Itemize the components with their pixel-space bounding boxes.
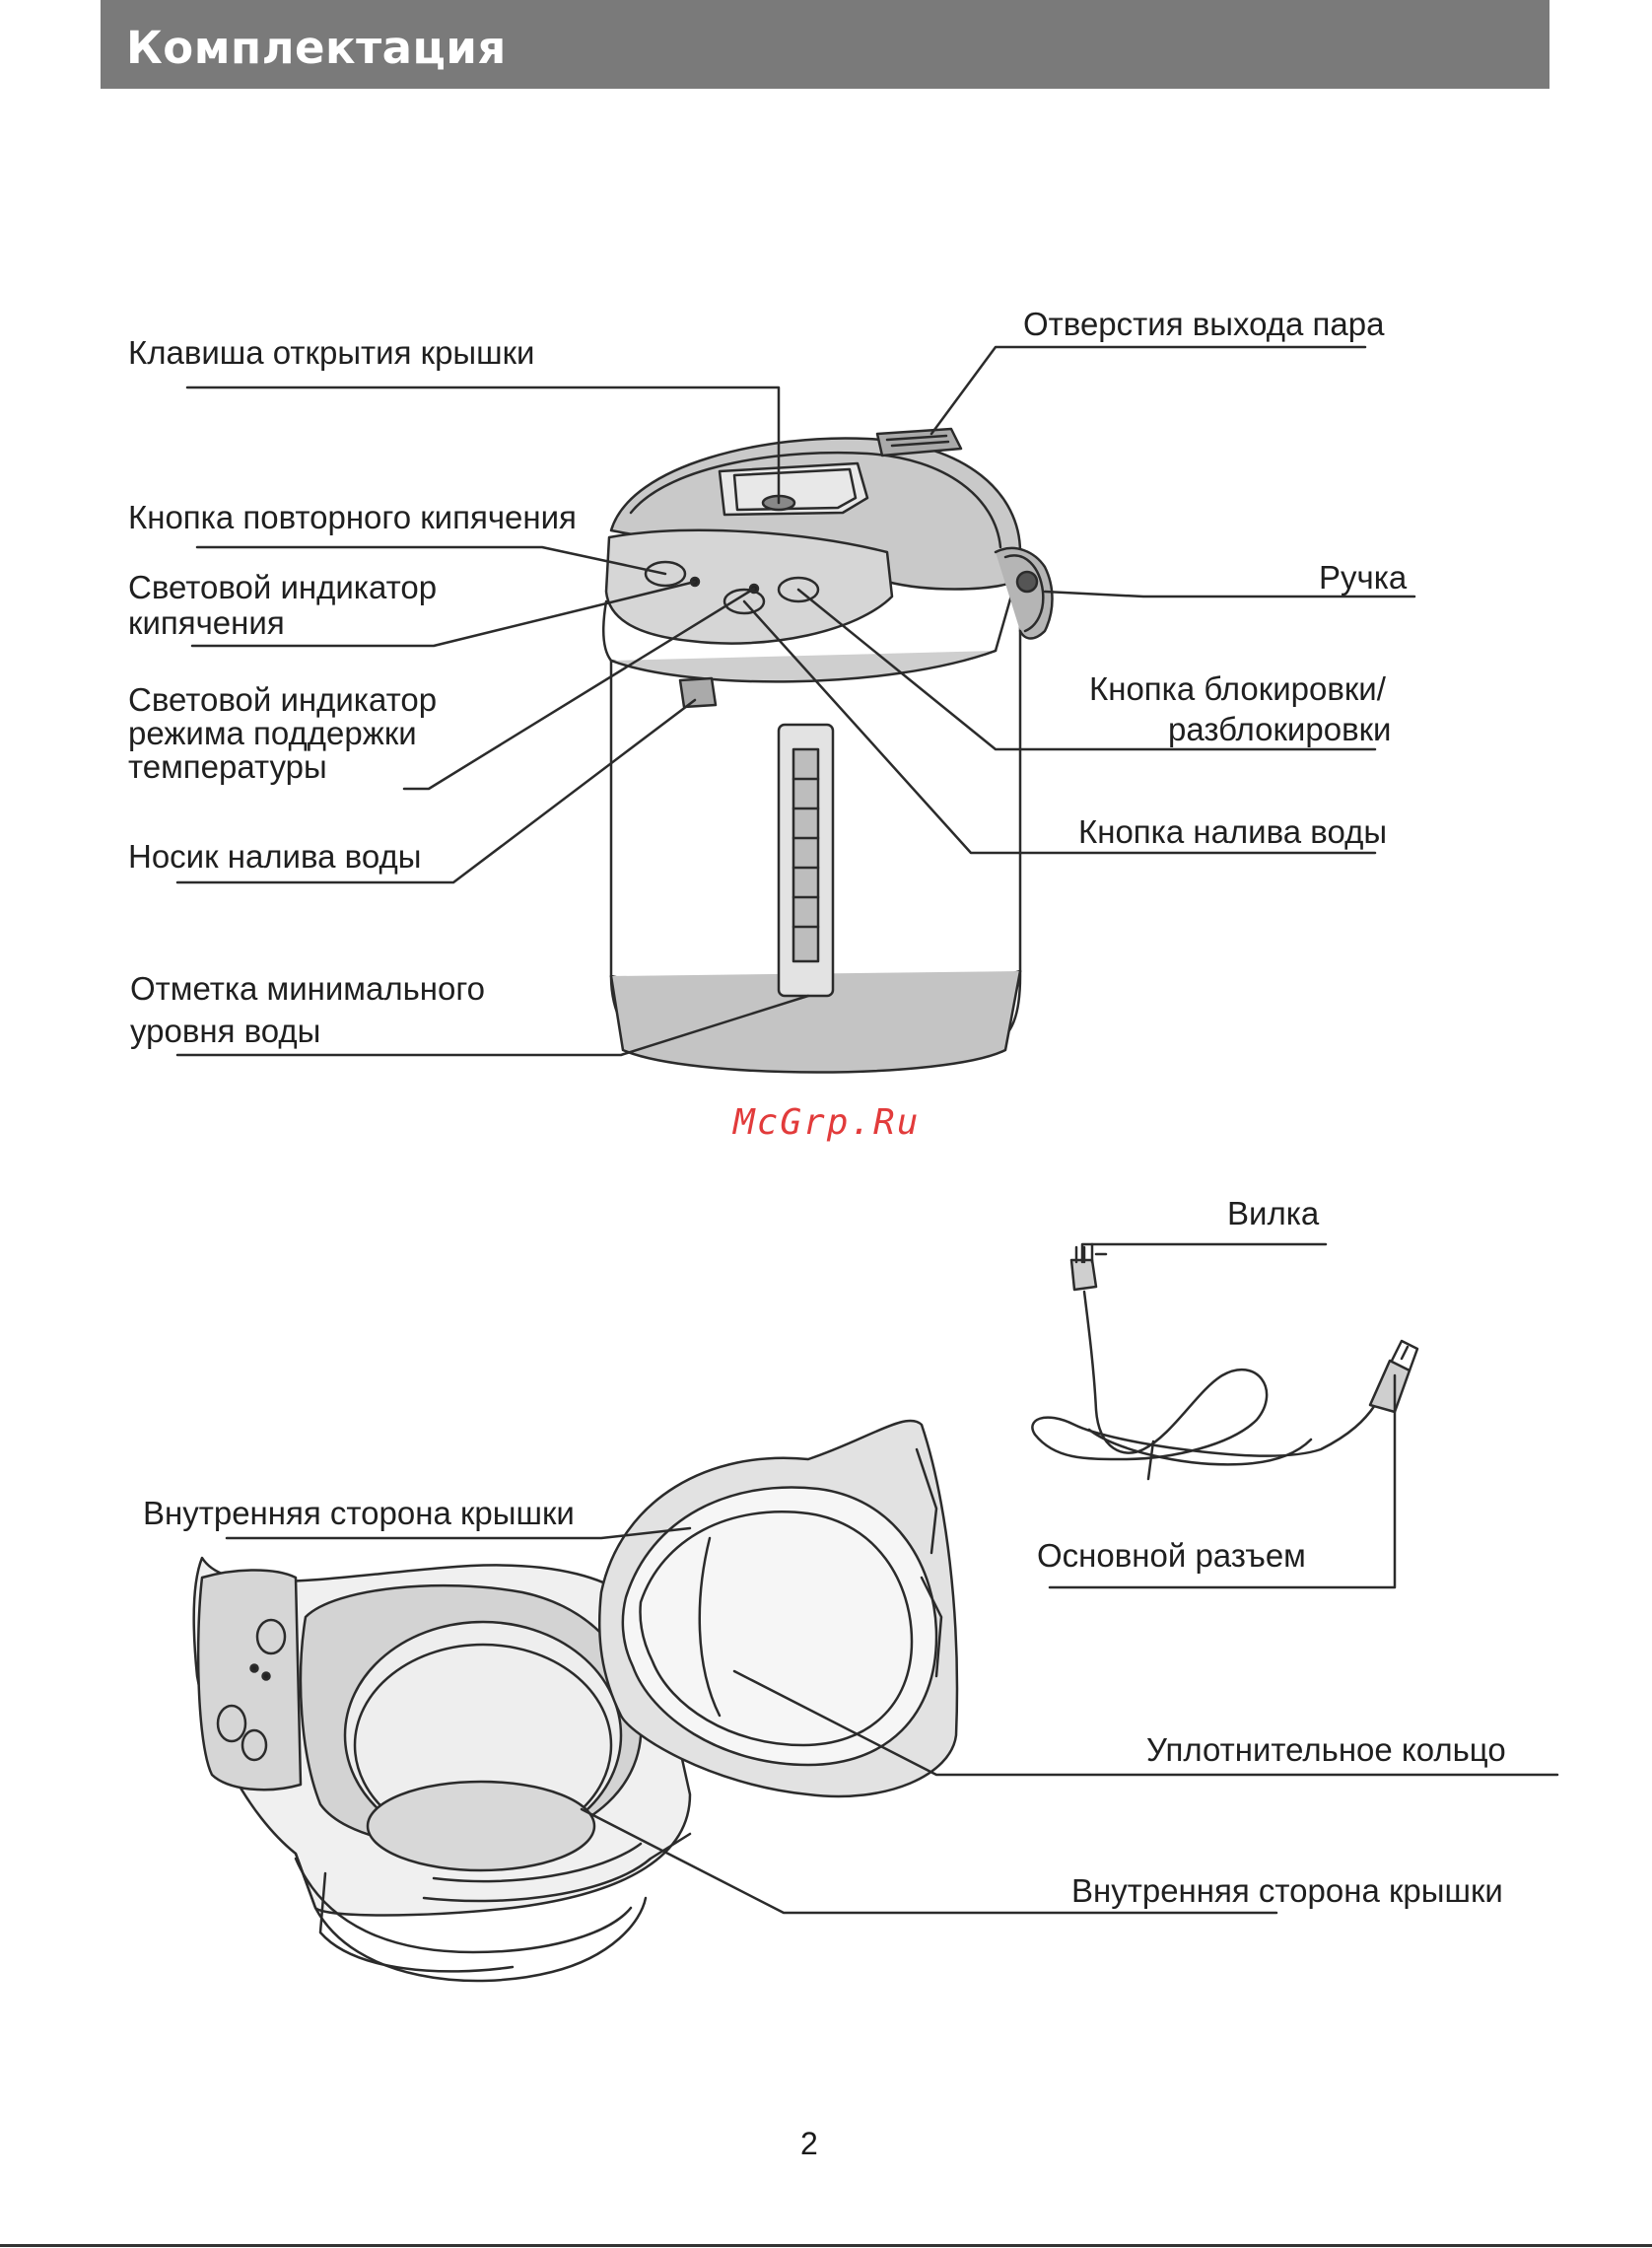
watermark-text: McGrp.Ru [733, 1102, 920, 1143]
thermopot-illustration [603, 429, 1052, 1073]
label-boil-indicator-line2: кипячения [128, 605, 285, 641]
bottom-rule [0, 2244, 1652, 2247]
label-seal-ring: Уплотнительное кольцо [1146, 1732, 1506, 1768]
label-plug: Вилка [1227, 1196, 1319, 1231]
label-keepwarm-line1: Световой индикатор [128, 682, 437, 718]
label-main-connector: Основной разъем [1037, 1538, 1306, 1574]
label-keepwarm-line3: температуры [128, 749, 327, 785]
page-number: 2 [800, 2126, 818, 2162]
label-min-mark-line1: Отметка минимального [130, 971, 485, 1007]
power-cord-illustration [1032, 1244, 1417, 1479]
cord-leader-lines [1050, 1244, 1395, 1587]
label-lid-open-key: Клавиша открытия крышки [128, 335, 534, 371]
label-steam-vents: Отверстия выхода пара [1023, 307, 1384, 342]
label-lock-button-line1: Кнопка блокировки/ [1089, 671, 1386, 707]
label-spout: Носик налива воды [128, 839, 421, 875]
label-dispense-button: Кнопка налива воды [1078, 814, 1387, 850]
label-inner-lid-1: Внутренняя сторона крышки [143, 1496, 575, 1531]
label-boil-indicator-line1: Световой индикатор [128, 570, 437, 605]
label-lock-button-line2: разблокировки [1168, 712, 1391, 747]
label-min-mark-line2: уровня воды [130, 1014, 320, 1049]
label-handle: Ручка [1319, 560, 1407, 596]
label-reboil-button: Кнопка повторного кипячения [128, 500, 577, 535]
label-keepwarm-line2: режима поддержки [128, 716, 417, 751]
label-inner-lid-2: Внутренняя сторона крышки [1071, 1873, 1503, 1909]
